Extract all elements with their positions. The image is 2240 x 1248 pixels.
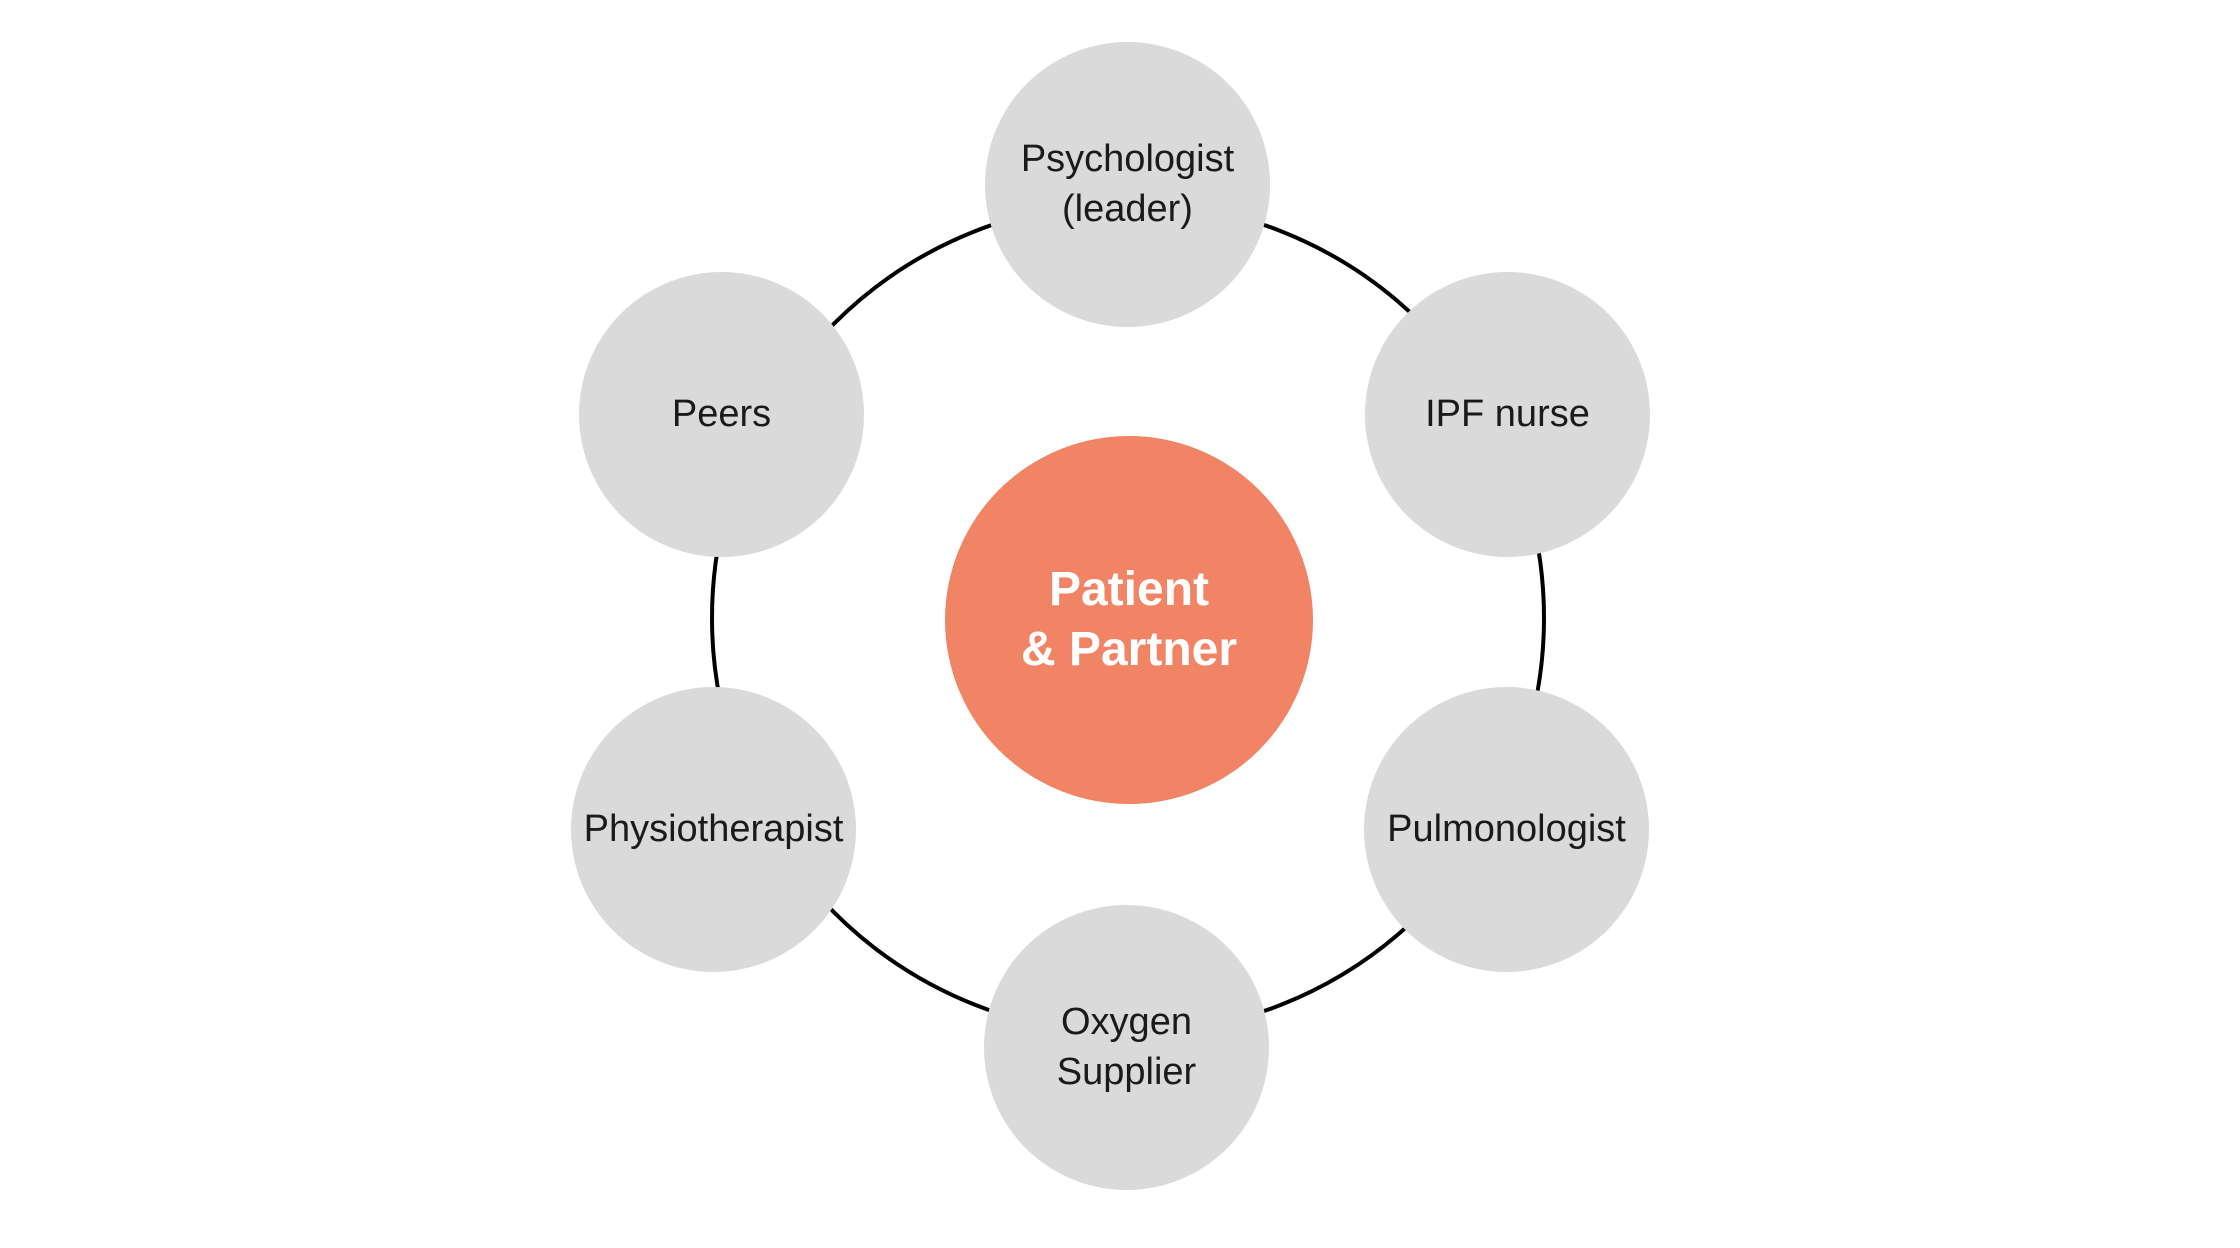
- node-psychologist-leader-label: Psychologist (leader): [1020, 138, 1235, 230]
- node-oxygen-supplier-label: Oxygen Supplier: [1056, 1001, 1197, 1093]
- node-ipf-nurse: IPF nurse: [1365, 272, 1650, 557]
- node-oxygen-supplier: Oxygen Supplier: [984, 905, 1269, 1190]
- node-physiotherapist: Physiotherapist: [571, 687, 856, 972]
- node-peers: Peers: [579, 272, 864, 557]
- node-physiotherapist-label: Physiotherapist: [583, 807, 844, 850]
- node-pulmonologist-label: Pulmonologist: [1387, 807, 1626, 850]
- node-pulmonologist: Pulmonologist: [1364, 687, 1649, 972]
- node-patient-partner: Patient & Partner: [945, 436, 1313, 804]
- node-ipf-nurse-label: IPF nurse: [1425, 392, 1590, 435]
- node-peers-label: Peers: [671, 392, 772, 435]
- node-psychologist-leader: Psychologist (leader): [985, 42, 1270, 327]
- node-patient-partner-label: Patient & Partner: [1020, 563, 1238, 676]
